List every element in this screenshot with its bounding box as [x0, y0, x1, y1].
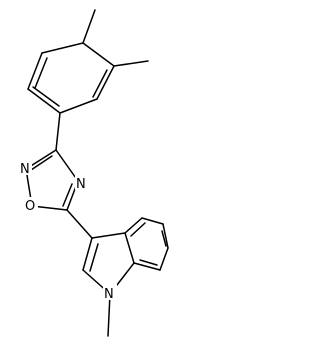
- label-bg-o: [24, 197, 38, 212]
- oxadiazole-n-right-label: N: [76, 177, 86, 192]
- indole-benzo-double-bond-c: [139, 259, 158, 266]
- indole-benzo-bond-2: [141, 217, 164, 225]
- benzene-bond-4: [27, 88, 61, 114]
- n-methyl-bond: [107, 293, 111, 337]
- indole-benzo-bond-4: [159, 247, 169, 271]
- indole-benzo-bond-3: [162, 223, 169, 249]
- oxadiazole-double-bond-a: [30, 155, 53, 171]
- molecule-structure-diagram: N N O N: [19, 9, 169, 337]
- benzene-double-bond-b: [34, 57, 48, 89]
- indole-benzo-double-bond-a: [130, 222, 146, 237]
- oxadiazole-indole-bond: [66, 209, 93, 239]
- oxadiazole-double-bond-b: [62, 183, 73, 207]
- benzene-bond-2: [96, 65, 115, 100]
- oxadiazole-n-top-label: N: [20, 162, 30, 177]
- bonds: [25, 9, 169, 337]
- benzene-bond-3: [59, 98, 98, 114]
- methyl-bond-top: [82, 9, 96, 44]
- benzene-bond-1: [82, 42, 115, 67]
- indole-benzo-bond-1: [124, 217, 143, 234]
- indole-benzo-bond-5: [133, 262, 161, 271]
- oxadiazole-bond-n-c3: [55, 149, 79, 182]
- methyl-bond-right: [113, 60, 149, 67]
- oxadiazole-o-label: O: [25, 199, 35, 214]
- benzene-double-bond-c: [32, 86, 60, 107]
- label-bg-indole-n: [103, 284, 117, 300]
- atom-labels: N N O N: [19, 160, 117, 302]
- benzene-bond-5: [27, 52, 43, 90]
- indole-n-label: N: [104, 287, 114, 302]
- indole-bond-c7a-c3a: [124, 232, 135, 264]
- label-bg-n-top: [19, 160, 32, 175]
- indole-bond-c3a-c3: [91, 232, 126, 239]
- indole-double-bond-c2-c3: [89, 243, 99, 272]
- benzene-bond-6: [41, 42, 84, 54]
- benzene-double-bond-a: [92, 69, 108, 98]
- label-bg-n-right: [75, 175, 88, 190]
- indole-bond-c3-c2: [82, 237, 93, 271]
- indole-benzo-double-bond-b: [161, 230, 167, 247]
- aryl-oxadiazole-bond: [55, 112, 61, 151]
